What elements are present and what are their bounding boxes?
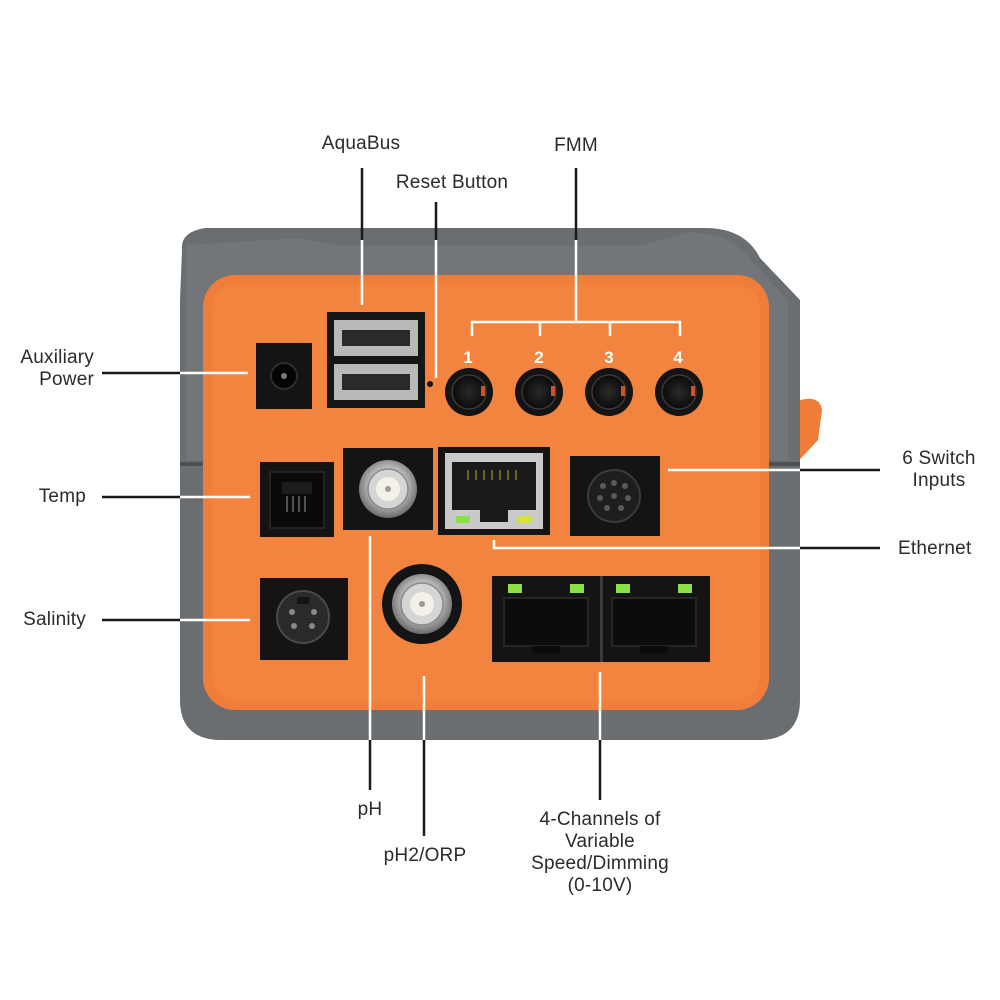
- fmm-port-number-4: 4: [673, 348, 683, 367]
- fmm-port-number-3: 3: [604, 348, 613, 367]
- label-ph: pH: [357, 799, 383, 820]
- fmm-port-1: [445, 368, 493, 416]
- label-6-switch-inputs: 6 Switch Inputs: [902, 448, 976, 491]
- fmm-port-number-1: 1: [463, 348, 472, 367]
- ph2-orp-bnc-connector: [382, 564, 462, 644]
- label-aquabus: AquaBus: [321, 133, 401, 154]
- switch-inputs-port: [570, 456, 660, 536]
- variable-speed-port-a: [503, 584, 589, 654]
- aquabus-usb-ports: [327, 312, 433, 408]
- label-ethernet: Ethernet: [898, 538, 972, 559]
- label-ph2-orp: pH2/ORP: [383, 845, 467, 866]
- auxiliary-power-jack: [256, 343, 312, 409]
- ph-bnc-connector: [343, 448, 433, 530]
- leader-lines: [102, 168, 880, 836]
- fmm-port-3: [585, 368, 633, 416]
- variable-speed-ports: [492, 576, 710, 662]
- salinity-port: [260, 578, 348, 660]
- ethernet-port: [438, 447, 550, 535]
- fmm-port-number-2: 2: [534, 348, 543, 367]
- label-auxiliary-power: Auxiliary Power: [20, 347, 94, 390]
- label-variable-speed-dimming: 4-Channels of Variable Speed/Dimming (0-…: [531, 809, 669, 896]
- label-fmm: FMM: [554, 135, 598, 156]
- fmm-port-2: [515, 368, 563, 416]
- temp-port: [260, 462, 334, 537]
- fmm-ports: [445, 368, 703, 416]
- label-salinity: Salinity: [23, 609, 86, 630]
- fmm-port-4: [655, 368, 703, 416]
- label-reset-button: Reset Button: [395, 172, 509, 193]
- variable-speed-port-b: [611, 584, 697, 654]
- label-temp: Temp: [38, 486, 86, 507]
